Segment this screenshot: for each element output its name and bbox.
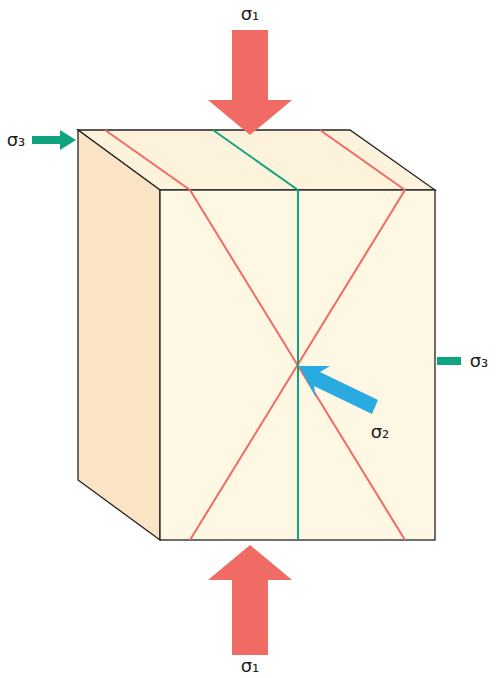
- block-front-face: [160, 190, 435, 540]
- stress-label: σ₁: [241, 5, 260, 23]
- extension-fracture-line: [213, 130, 298, 540]
- sigma2-arrow: [299, 366, 378, 414]
- stress-label: σ₃: [470, 352, 489, 370]
- block-side-face: [78, 130, 160, 540]
- sigma3-right-arrow: [437, 357, 461, 365]
- sigma1-top-arrow: [208, 30, 292, 135]
- stress-label: σ₂: [371, 423, 390, 441]
- sigma3-left-arrow: [32, 130, 76, 150]
- stress-label: σ₃: [7, 131, 26, 149]
- shear-fracture-lines: [105, 130, 405, 540]
- stress-label: σ₁: [241, 657, 260, 675]
- sigma1-bottom-arrow: [208, 545, 292, 655]
